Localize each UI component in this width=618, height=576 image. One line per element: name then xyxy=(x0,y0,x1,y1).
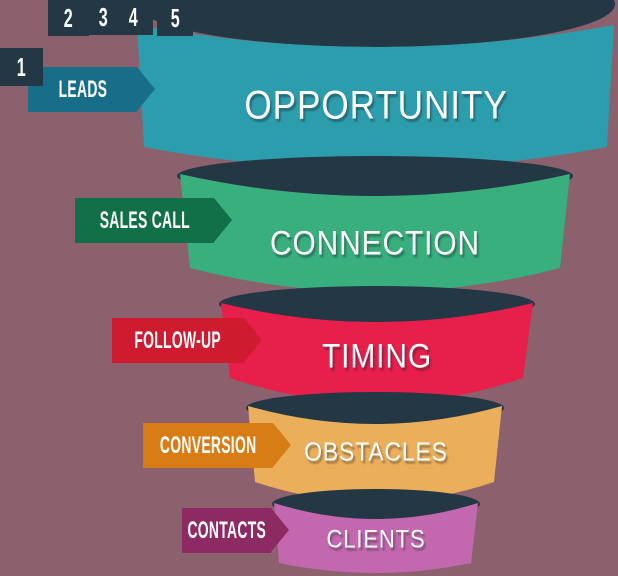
ribbon-sales-call-body: SALES CALL xyxy=(75,198,214,243)
funnel-band-connection xyxy=(180,174,570,292)
ribbon-contacts-arrow-tip xyxy=(271,508,289,552)
step-number-4: 4 xyxy=(128,2,138,32)
ribbon-label-conversion: CONVERSION xyxy=(159,431,257,459)
ribbon-label-contacts: CONTACTS xyxy=(187,516,266,544)
ribbon-sales-call-arrow-tip xyxy=(214,198,232,242)
step-badge-1: 1 xyxy=(0,48,43,86)
step-badge-5: 5 xyxy=(157,0,193,36)
band-label-opportunity: OPPORTUNITY xyxy=(244,83,508,128)
band-label-obstacles: OBSTACLES xyxy=(304,436,448,467)
ribbon-contacts-body: CONTACTS xyxy=(182,508,271,553)
funnel-band-clients xyxy=(274,503,478,573)
band-label-connection: CONNECTION xyxy=(270,224,480,263)
ribbon-conversion-arrow-tip xyxy=(273,423,291,467)
ribbon-follow-up-arrow-tip xyxy=(244,318,262,362)
step-number-5: 5 xyxy=(170,2,180,33)
funnel-opening-4 xyxy=(246,392,504,424)
funnel-band-timing xyxy=(221,303,533,403)
ribbon-follow-up: FOLLOW-UP xyxy=(112,318,262,363)
band-label-clients: CLIENTS xyxy=(326,525,426,554)
ribbon-leads: LEADS xyxy=(28,67,155,112)
ribbon-follow-up-body: FOLLOW-UP xyxy=(112,318,244,363)
ribbon-conversion: CONVERSION xyxy=(143,423,291,468)
ribbon-label-leads: LEADS xyxy=(58,75,107,103)
ribbon-leads-body: LEADS xyxy=(28,67,137,112)
ribbon-label-sales-call: SALES CALL xyxy=(99,206,190,234)
ribbon-label-follow-up: FOLLOW-UP xyxy=(134,326,222,354)
funnel-band-opportunity xyxy=(137,25,614,169)
funnel-band-obstacles xyxy=(248,406,502,502)
ribbon-leads-arrow-tip xyxy=(137,67,155,111)
ribbon-conversion-body: CONVERSION xyxy=(143,423,273,468)
funnel-opening-5 xyxy=(272,489,480,519)
ribbon-sales-call: SALES CALL xyxy=(75,198,232,243)
step-number-3: 3 xyxy=(98,2,108,32)
funnel-opening-2 xyxy=(177,156,573,196)
ribbon-contacts: CONTACTS xyxy=(182,508,289,553)
step-badge-4: 4 xyxy=(113,0,153,35)
funnel-opening-1 xyxy=(137,0,615,47)
step-number-2: 2 xyxy=(64,2,73,33)
band-label-timing: TIMING xyxy=(322,337,432,376)
step-badge-2: 2 xyxy=(48,0,89,36)
funnel-opening-3 xyxy=(219,286,535,322)
step-number-1: 1 xyxy=(17,51,26,82)
